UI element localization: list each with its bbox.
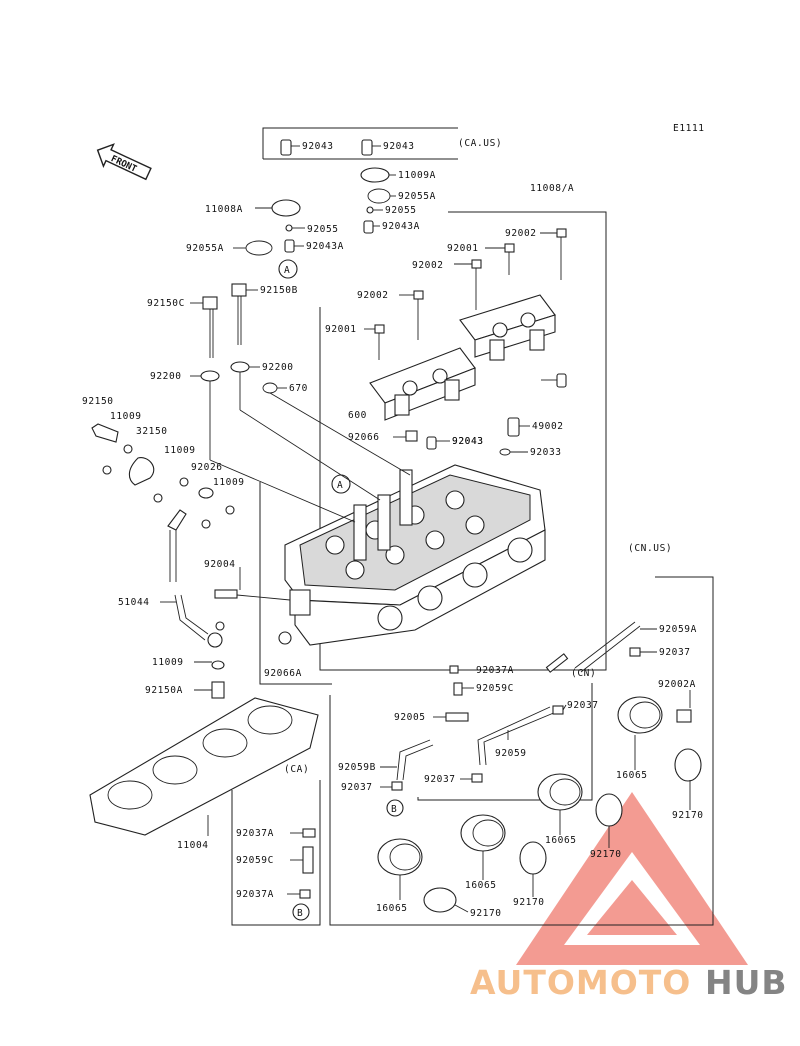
part-label: 92037 (341, 782, 373, 793)
part-label: 92043 (452, 436, 484, 447)
part-label: 92059B (338, 762, 376, 773)
part-labels: 92043 92043 11009A 92055A 11008A 92055 9… (82, 141, 704, 919)
part-label: 92055 (385, 205, 417, 216)
part-label: 92066 (348, 432, 380, 443)
group-label-ca: (CA) (284, 764, 309, 775)
part-label: 92059C (236, 855, 274, 866)
part-label: 32150 (136, 426, 168, 437)
part-label: 92170 (672, 810, 704, 821)
part-label: 92043A (306, 241, 344, 252)
group-label-cn: (CN) (571, 668, 596, 679)
part-label: 11009A (398, 170, 436, 181)
oil-pipe-fittings: A (245, 139, 391, 279)
part-label: 92037 (567, 700, 599, 711)
part-label: 92170 (590, 849, 622, 860)
callout-b-cnus: B (391, 804, 397, 815)
part-label: 92001 (447, 243, 479, 254)
part-label: 92002 (412, 260, 444, 271)
part-label: 92055A (398, 191, 436, 202)
part-label: 92037A (476, 665, 514, 676)
part-label: 11008A (205, 204, 243, 215)
part-label: 92043A (382, 221, 420, 232)
part-label: 92066A (264, 668, 302, 679)
leader-lines (160, 145, 691, 913)
part-label: 11009 (152, 657, 184, 668)
callout-b-ca: B (297, 908, 303, 919)
part-label: 92002 (505, 228, 537, 239)
watermark-text-part2: HUB (705, 963, 788, 1002)
part-label: 92043 (302, 141, 334, 152)
part-label: 92002 (357, 290, 389, 301)
part-label: 92059 (495, 748, 527, 759)
part-label: 92043 (383, 141, 415, 152)
part-label: 92059A (659, 624, 697, 635)
part-label: 92037A (236, 889, 274, 900)
part-label: 92043 (452, 436, 484, 447)
part-label: 16065 (545, 835, 577, 846)
part-label: 92037 (424, 774, 456, 785)
part-label: 92170 (470, 908, 502, 919)
group-label-ca-us: (CA.US) (458, 138, 502, 149)
camshaft-holders (369, 294, 556, 421)
part-label: 670 (289, 383, 308, 394)
part-label: 92033 (530, 447, 562, 458)
cylinder-head: A (278, 464, 546, 646)
part-label: 11004 (177, 840, 209, 851)
part-label: 92200 (150, 371, 182, 382)
part-label: 16065 (376, 903, 408, 914)
part-label: 16065 (616, 770, 648, 781)
part-label: 92150C (147, 298, 185, 309)
part-label: 92026 (191, 462, 223, 473)
part-label: 92055A (186, 243, 224, 254)
watermark-text-part1: AUTOMOTO (470, 963, 691, 1002)
watermark-logo-icon (516, 792, 748, 965)
part-label: 92004 (204, 559, 236, 570)
part-label: 92037A (236, 828, 274, 839)
part-label: 16065 (465, 880, 497, 891)
left-side-parts (91, 423, 238, 699)
head-gasket (89, 697, 319, 836)
part-label: 92170 (513, 897, 545, 908)
part-label: 92002A (658, 679, 696, 690)
part-label: 92200 (262, 362, 294, 373)
part-label: 92150A (145, 685, 183, 696)
diagram-code: E1111 (673, 123, 705, 134)
part-label: 600 (348, 410, 367, 421)
front-arrow-icon: FRONT (96, 143, 152, 181)
part-label: 51044 (118, 597, 150, 608)
part-label: 92059C (476, 683, 514, 694)
callout-a-head: A (337, 480, 343, 491)
group-label-cn-us: (CN.US) (628, 543, 672, 554)
part-label: 92055 (307, 224, 339, 235)
part-label: 11009 (213, 477, 245, 488)
part-label: 92150 (82, 396, 114, 407)
callout-a-top: A (284, 265, 290, 276)
part-label: 92150B (260, 285, 298, 296)
ca-group-parts: B (292, 828, 316, 921)
watermark-text: AUTOMOTO HUB (470, 963, 788, 1002)
bolts (200, 228, 567, 456)
carburetor-holders: B (377, 696, 702, 913)
part-label: 11009 (110, 411, 142, 422)
part-label-49002: 49002 (532, 421, 564, 432)
part-label: 92037 (659, 647, 691, 658)
part-label: 92001 (325, 324, 357, 335)
part-label: 11009 (164, 445, 196, 456)
hoses-pipes (391, 621, 692, 791)
part-label: 11008/A (530, 183, 574, 194)
part-label: 92005 (394, 712, 426, 723)
